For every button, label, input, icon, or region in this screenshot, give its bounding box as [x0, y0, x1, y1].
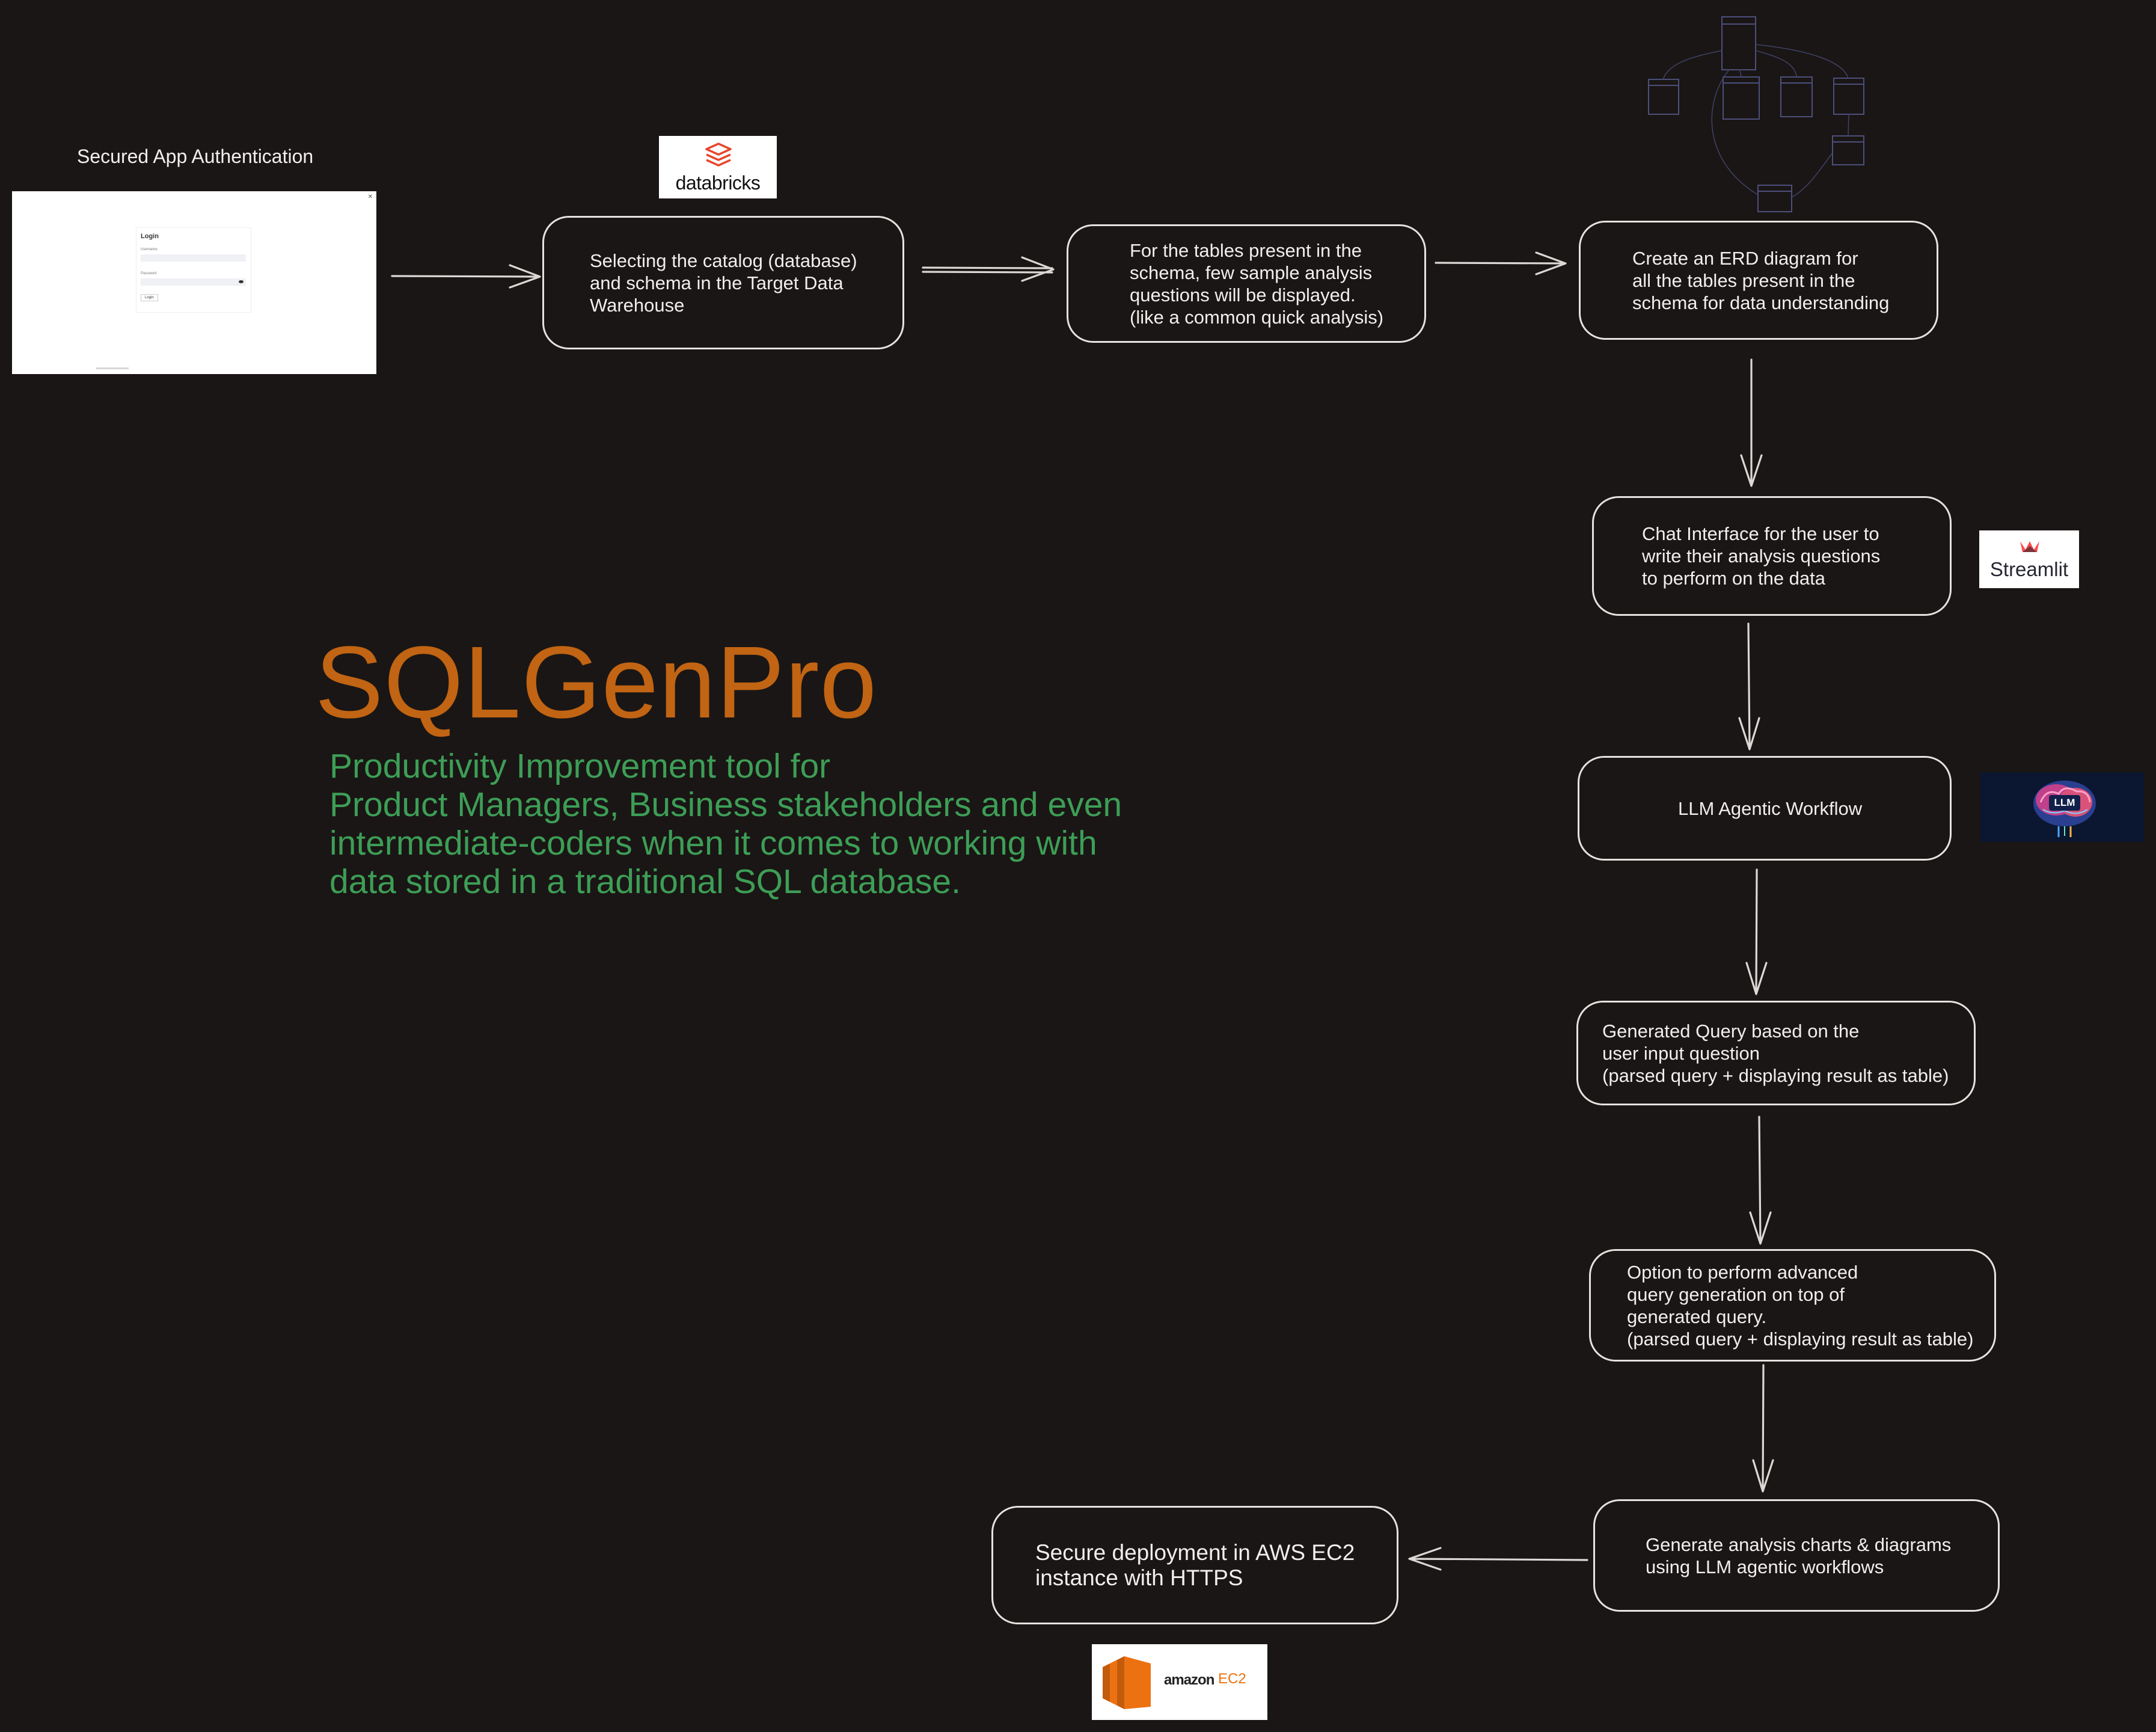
page-subtitle: Productivity Improvement tool for Produc…	[329, 747, 1122, 901]
step-llm-text: LLM Agentic Workflow	[1678, 797, 1863, 819]
password-label: Password	[141, 272, 157, 275]
step-chat: Chat Interface for the user to write the…	[1592, 496, 1952, 616]
erd-thumbnail	[1648, 16, 1864, 212]
username-field[interactable]	[141, 254, 246, 262]
step-charts: Generate analysis charts & diagrams usin…	[1593, 1499, 2000, 1612]
arrow-questions-to-erd	[1435, 251, 1567, 275]
page-title: SQLGenPro	[315, 625, 878, 740]
username-label: Username	[141, 248, 158, 251]
step-charts-text: Generate analysis charts & diagrams usin…	[1646, 1534, 1952, 1577]
step-generated-query: Generated Query based on the user input …	[1576, 1001, 1976, 1105]
step-llm: LLM Agentic Workflow	[1578, 756, 1952, 861]
arrow-catalog-to-questions	[922, 256, 1055, 282]
login-screenshot: ✕ Login Username Password Login	[12, 191, 376, 374]
arrow-llm-to-query	[1745, 868, 1768, 995]
step-sample-questions-text: For the tables present in the schema, fe…	[1130, 239, 1384, 328]
step-catalog-text: Selecting the catalog (database) and sch…	[590, 250, 857, 316]
step-deployment-text: Secure deployment in AWS EC2 instance wi…	[1035, 1540, 1355, 1590]
databricks-logo: databricks	[659, 136, 777, 198]
footer-mark	[96, 367, 129, 369]
arrow-erd-to-chat	[1740, 358, 1763, 487]
login-button[interactable]: Login	[141, 294, 158, 301]
databricks-icon	[705, 143, 732, 167]
password-field[interactable]	[141, 278, 246, 286]
login-card: Login Username Password Login	[136, 227, 251, 313]
eye-icon[interactable]	[239, 280, 243, 283]
arrow-auth-to-catalog	[391, 264, 541, 289]
llm-badge: LLM	[2049, 795, 2080, 811]
step-advanced-query: Option to perform advanced query generat…	[1589, 1249, 1996, 1362]
ec2-wordmark: EC2	[1218, 1671, 1246, 1687]
arrow-advanced-to-charts	[1752, 1364, 1774, 1493]
login-title: Login	[141, 233, 159, 240]
arrow-query-to-advanced	[1749, 1116, 1772, 1245]
step-deployment: Secure deployment in AWS EC2 instance wi…	[991, 1506, 1398, 1624]
arrow-charts-to-deploy	[1408, 1547, 1588, 1571]
auth-label: Secured App Authentication	[77, 146, 314, 167]
close-icon: ✕	[367, 194, 373, 200]
databricks-wordmark: databricks	[675, 172, 761, 194]
streamlit-logo: Streamlit	[1979, 530, 2079, 588]
step-erd: Create an ERD diagram for all the tables…	[1579, 221, 1938, 340]
streamlit-crown-icon	[2020, 541, 2039, 552]
amazon-ec2-logo: amazon EC2	[1092, 1644, 1267, 1720]
arrow-chat-to-llm	[1738, 622, 1760, 751]
step-chat-text: Chat Interface for the user to write the…	[1642, 523, 1881, 589]
step-generated-query-text: Generated Query based on the user input …	[1602, 1020, 1949, 1086]
llm-brain-image: LLM	[1980, 772, 2144, 842]
amazon-wordmark: amazon	[1164, 1672, 1214, 1688]
step-catalog: Selecting the catalog (database) and sch…	[542, 216, 904, 349]
step-sample-questions: For the tables present in the schema, fe…	[1067, 224, 1426, 343]
step-advanced-query-text: Option to perform advanced query generat…	[1627, 1261, 1974, 1350]
streamlit-wordmark: Streamlit	[1989, 558, 2069, 580]
ec2-icon	[1103, 1656, 1151, 1709]
step-erd-text: Create an ERD diagram for all the tables…	[1632, 247, 1890, 313]
